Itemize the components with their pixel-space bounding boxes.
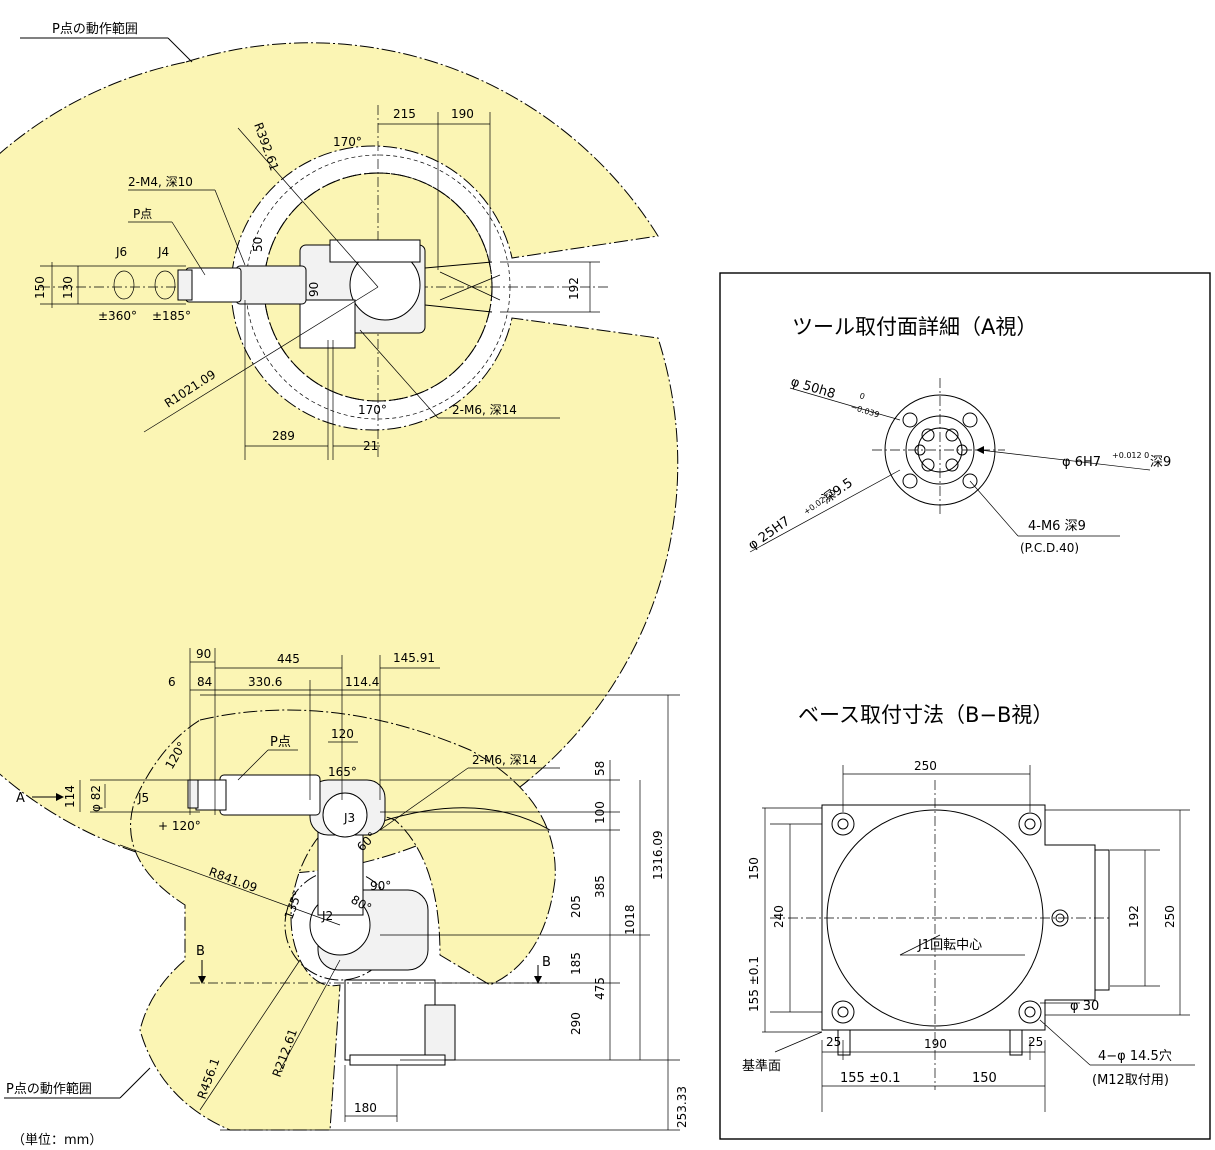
top-d50: 50 [251, 237, 265, 252]
base-d192: 192 [1127, 905, 1141, 928]
base-d240: 240 [772, 905, 786, 928]
top-d90: 90 [307, 282, 321, 297]
side-view: 90 445 145.91 6 84 330.6 114.4 120 P点 2-… [4, 647, 689, 1148]
side-d445: 445 [277, 652, 300, 666]
top-j4: J4 [157, 245, 169, 259]
side-d205: 205 [569, 895, 583, 918]
side-p-point: P点 [270, 735, 291, 750]
tool-pcd: (P.C.D.40) [1020, 541, 1079, 555]
top-view: P点の動作範囲 215 190 R392.61 170° 2-M4, 深10 P… [0, 22, 679, 875]
side-d180: 180 [354, 1101, 377, 1115]
side-d475: 475 [593, 977, 607, 1000]
side-d330: 330.6 [248, 675, 282, 689]
tool-phi6-tol: +0.012 0 [1112, 451, 1149, 460]
side-d1018: 1018 [623, 904, 637, 935]
side-d120: 120 [331, 727, 354, 741]
top-a170-top: 170° [333, 135, 362, 149]
base-d250-right: 250 [1163, 905, 1177, 928]
side-j2: J2 [321, 909, 333, 923]
side-d185: 185 [569, 952, 583, 975]
side-d100: 100 [593, 801, 607, 824]
side-range-label: P点の動作範囲 [6, 1082, 92, 1097]
base-detail-title: ベース取付寸法（B−B視） [798, 703, 1053, 727]
side-b-right: B [542, 955, 551, 970]
top-p-point: P点 [133, 207, 152, 221]
top-range-label: P点の動作範囲 [52, 22, 138, 37]
base-d150-bot: 150 [972, 1071, 997, 1086]
top-d190: 190 [451, 107, 474, 121]
top-d289: 289 [272, 429, 295, 443]
side-j3: J3 [343, 811, 355, 825]
tool-phi50-tol-upper: 0 [858, 391, 866, 401]
top-j6-range: ±360° [98, 309, 137, 323]
side-d145: 145.91 [393, 651, 435, 665]
base-holes: 4−φ 14.5穴 [1098, 1049, 1172, 1064]
top-m6: 2-M6, 深14 [452, 403, 517, 417]
base-holes-note: (M12取付用) [1092, 1073, 1169, 1088]
top-j6: J6 [115, 245, 127, 259]
side-phi82: φ 82 [89, 785, 103, 812]
side-d253: 253.33 [675, 1086, 689, 1128]
base-d150: 150 [747, 857, 761, 880]
base-d25-right: 25 [1028, 1035, 1043, 1049]
top-a170-bot: 170° [358, 403, 387, 417]
side-a-label: A [16, 791, 25, 806]
base-d155-left: 155 ±0.1 [747, 956, 761, 1012]
side-a120-bot: + 120° [158, 819, 201, 833]
side-a90: 90° [370, 879, 391, 893]
top-j4-range: ±185° [152, 309, 191, 323]
top-d130: 130 [61, 276, 75, 299]
side-m6: 2-M6, 深14 [472, 753, 537, 767]
base-d155-bot: 155 ±0.1 [840, 1071, 901, 1086]
tool-phi6: φ 6H7 [1062, 455, 1101, 470]
side-d6: 6 [168, 675, 176, 689]
side-d114-4: 114.4 [345, 675, 379, 689]
side-d90: 90 [196, 647, 211, 661]
tool-phi6-depth: 深9 [1150, 455, 1171, 470]
side-d165: 165° [328, 765, 357, 779]
side-d114: 114 [63, 785, 77, 808]
top-d215: 215 [393, 107, 416, 121]
top-m4: 2-M4, 深10 [128, 175, 193, 189]
tool-detail-title: ツール取付面詳細（A視） [792, 315, 1037, 339]
side-d84: 84 [197, 675, 212, 689]
top-d150: 150 [33, 276, 47, 299]
base-phi30: φ 30 [1070, 999, 1099, 1014]
side-j5: J5 [137, 791, 149, 805]
base-j1-center: J1回転中心 [917, 938, 982, 953]
base-detail: ベース取付寸法（B−B視） 250 150 240 155 ±0.1 J1回転中… [742, 703, 1195, 1112]
side-d385: 385 [593, 875, 607, 898]
side-d290: 290 [569, 1012, 583, 1035]
tool-m6: 4-M6 深9 [1028, 519, 1086, 534]
side-d58: 58 [593, 761, 607, 776]
side-b-left: B [196, 944, 205, 959]
unit-label: （単位：mm） [12, 1132, 102, 1148]
top-d192: 192 [567, 277, 581, 300]
base-d250-top: 250 [914, 759, 937, 773]
base-d190: 190 [924, 1037, 947, 1051]
tool-detail: ツール取付面詳細（A視） φ 50h8 0 −0.039 φ 6H7 +0.01… [746, 315, 1172, 555]
base-d25-left: 25 [826, 1035, 841, 1049]
top-d21: 21 [363, 439, 378, 453]
side-d1316: 1316.09 [651, 830, 665, 880]
base-ref-face: 基準面 [742, 1058, 781, 1074]
